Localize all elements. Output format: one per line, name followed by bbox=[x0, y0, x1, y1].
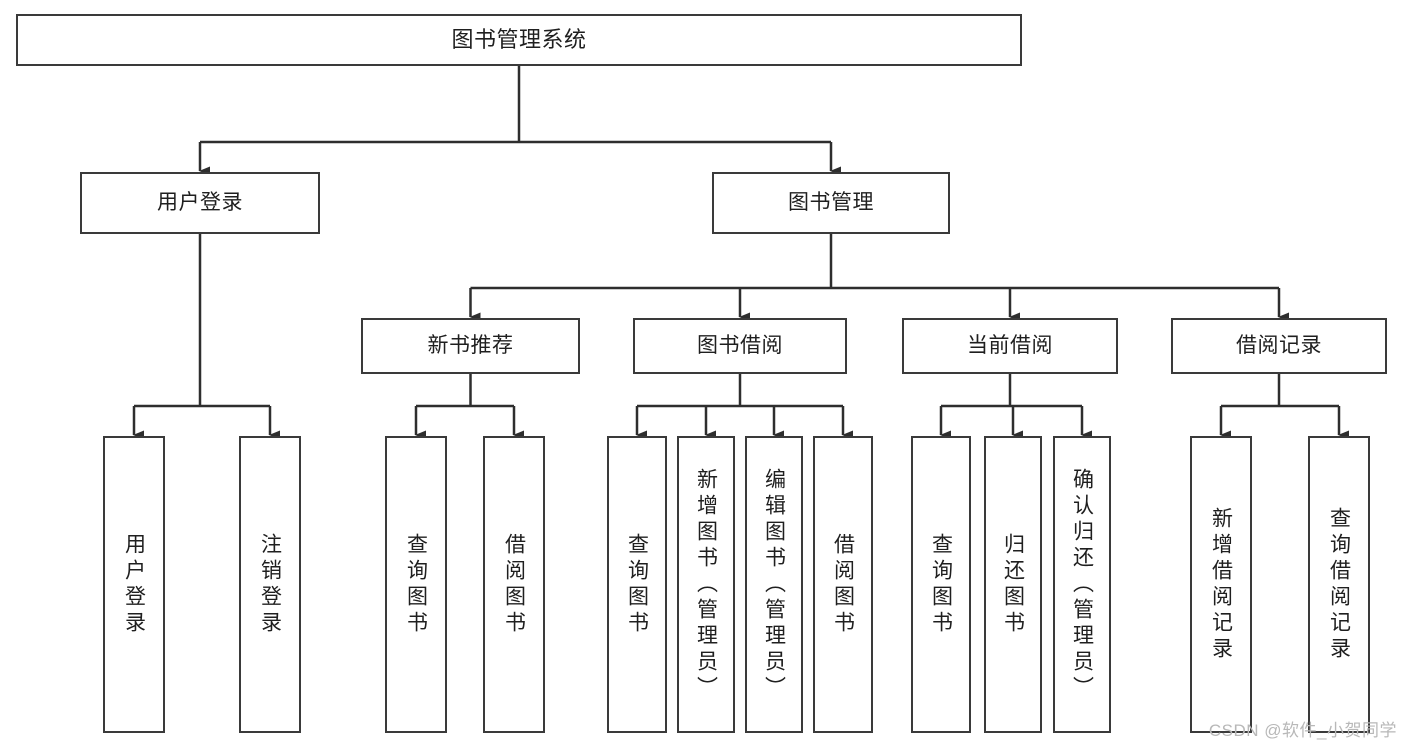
node-leaf-query-book-2[interactable]: 查询图书 bbox=[607, 436, 667, 733]
node-label: 用户登录 bbox=[157, 190, 243, 214]
node-label: 当前借阅 bbox=[967, 333, 1053, 357]
node-leaf-confirm-return[interactable]: 确认归还（管理员） bbox=[1053, 436, 1111, 733]
node-leaf-user-logout[interactable]: 注销登录 bbox=[239, 436, 301, 733]
node-leaf-query-book-1[interactable]: 查询图书 bbox=[385, 436, 447, 733]
node-leaf-return-book[interactable]: 归还图书 bbox=[984, 436, 1042, 733]
node-current-borrow[interactable]: 当前借阅 bbox=[902, 318, 1118, 374]
node-leaf-add-record[interactable]: 新增借阅记录 bbox=[1190, 436, 1252, 733]
node-book-borrow[interactable]: 图书借阅 bbox=[633, 318, 847, 374]
node-label: 图书借阅 bbox=[697, 333, 783, 357]
node-new-book-rec[interactable]: 新书推荐 bbox=[361, 318, 580, 374]
node-leaf-query-book-3[interactable]: 查询图书 bbox=[911, 436, 971, 733]
node-label: 归还图书 bbox=[1001, 532, 1025, 637]
node-label: 新增图书（管理员） bbox=[694, 467, 718, 702]
node-label: 借阅图书 bbox=[831, 532, 855, 637]
node-label: 借阅记录 bbox=[1236, 333, 1322, 357]
node-label: 用户登录 bbox=[122, 532, 146, 637]
csdn-watermark: CSDN @软件_小贺同学 bbox=[1208, 721, 1397, 740]
node-label: 查询借阅记录 bbox=[1327, 506, 1351, 663]
node-label: 查询图书 bbox=[625, 532, 649, 637]
node-leaf-borrow-book-1[interactable]: 借阅图书 bbox=[483, 436, 545, 733]
node-leaf-query-record[interactable]: 查询借阅记录 bbox=[1308, 436, 1370, 733]
tree-edges bbox=[132, 66, 1349, 440]
node-borrow-record[interactable]: 借阅记录 bbox=[1171, 318, 1387, 374]
node-label: 查询图书 bbox=[929, 532, 953, 637]
node-label: 确认归还（管理员） bbox=[1070, 467, 1094, 702]
node-book-manage[interactable]: 图书管理 bbox=[712, 172, 950, 234]
node-label: 编辑图书（管理员） bbox=[762, 467, 786, 702]
node-label: 新增借阅记录 bbox=[1209, 506, 1233, 663]
node-label: 借阅图书 bbox=[502, 532, 526, 637]
node-root[interactable]: 图书管理系统 bbox=[16, 14, 1022, 66]
node-leaf-borrow-book-2[interactable]: 借阅图书 bbox=[813, 436, 873, 733]
node-leaf-user-login[interactable]: 用户登录 bbox=[103, 436, 165, 733]
node-leaf-edit-book[interactable]: 编辑图书（管理员） bbox=[745, 436, 803, 733]
node-label: 图书管理系统 bbox=[451, 27, 587, 53]
node-label: 查询图书 bbox=[404, 532, 428, 637]
node-leaf-add-book[interactable]: 新增图书（管理员） bbox=[677, 436, 735, 733]
node-label: 新书推荐 bbox=[427, 333, 514, 357]
node-user-login[interactable]: 用户登录 bbox=[80, 172, 320, 234]
node-label: 注销登录 bbox=[258, 532, 282, 637]
node-label: 图书管理 bbox=[788, 190, 874, 214]
